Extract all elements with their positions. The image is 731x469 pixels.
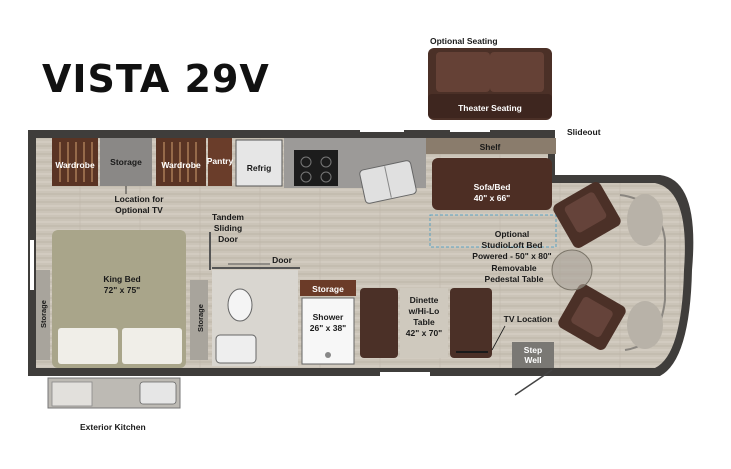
dinette-table [400,288,448,358]
removable-label: Removable [491,263,537,273]
tandem-label-3: Door [218,234,239,244]
shower-drain [325,352,331,358]
king-bed-label: King Bed [103,274,140,284]
storage-bath [190,280,208,360]
removable-label-2: Pedestal Table [485,274,544,284]
window [360,128,404,132]
dinette-label-3: Table [413,317,435,327]
bath-sink [215,334,257,364]
window [450,128,490,132]
sofa-bed-size: 40" x 66" [474,193,510,203]
tv-optional-label-2: Optional TV [115,205,163,215]
shower-label: Shower [313,312,344,322]
tandem-label-2: Sliding [214,223,242,233]
window [380,372,430,376]
wardrobe-left [52,138,98,186]
shelf-label: Shelf [480,142,501,152]
wardrobe-right-label: Wardrobe [161,160,201,170]
toilet [227,288,253,322]
cab-seat-driver [553,182,621,248]
exterior-kitchen [47,377,181,409]
sofa-bed-label: Sofa/Bed [474,182,511,192]
storage-left-label: Storage [39,300,48,328]
dinette-size: 42" x 70" [406,328,442,338]
storage-shower-label: Storage [312,284,344,294]
step-well [512,342,554,368]
shelf [426,138,556,154]
pantry-label: Pantry [207,156,234,166]
cab-console [627,194,663,246]
cab-console [627,301,663,349]
leader-line [491,325,506,351]
cab-seat-passenger [558,284,626,350]
door-label: Door [272,255,293,265]
wardrobe-right [156,138,206,186]
storage-shower [300,280,356,296]
cooktop [294,150,338,186]
model-title: VISTA 29V [42,57,270,101]
dinette-label: Dinette [410,295,439,305]
step-label: Step [524,345,542,355]
refrig-label: Refrig [247,163,272,173]
pedestal-table [551,249,593,291]
optional-theater-seating [428,48,552,120]
storage-bath-label: Storage [196,304,205,332]
tandem-label: Tandem [212,212,244,222]
refrigerator [235,139,283,187]
window [30,240,34,290]
tv-location-label: TV Location [504,314,553,324]
studioloft-label-3: Powered - 50" x 80" [472,251,551,261]
wardrobe-left-label: Wardrobe [55,160,95,170]
king-bed-size: 72" x 75" [104,285,140,295]
shower-size: 26" x 38" [310,323,346,333]
dinette-seat [450,288,492,358]
well-label: Well [524,355,541,365]
storage-top [100,138,152,186]
studioloft-outline [429,214,557,248]
pantry [208,138,232,186]
pillow [122,328,182,364]
optional-seating-label: Optional Seating [430,36,498,46]
dinette-seat [360,288,398,358]
theater-seating-label: Theater Seating [458,103,522,113]
tv-optional-label: Location for [114,194,164,204]
sofa-bed [432,158,552,210]
slideout-label: Slideout [567,127,601,137]
storage-top-label: Storage [110,157,142,167]
dinette-label-2: w/Hi-Lo [408,306,440,316]
exterior-kitchen-label: Exterior Kitchen [80,422,146,432]
entry-door [514,369,553,396]
studioloft-label: Optional [495,229,529,239]
kitchen-sink [359,160,417,204]
studioloft-label-2: StudioLoft Bed [482,240,543,250]
storage-left [36,270,50,360]
pillow [58,328,118,364]
